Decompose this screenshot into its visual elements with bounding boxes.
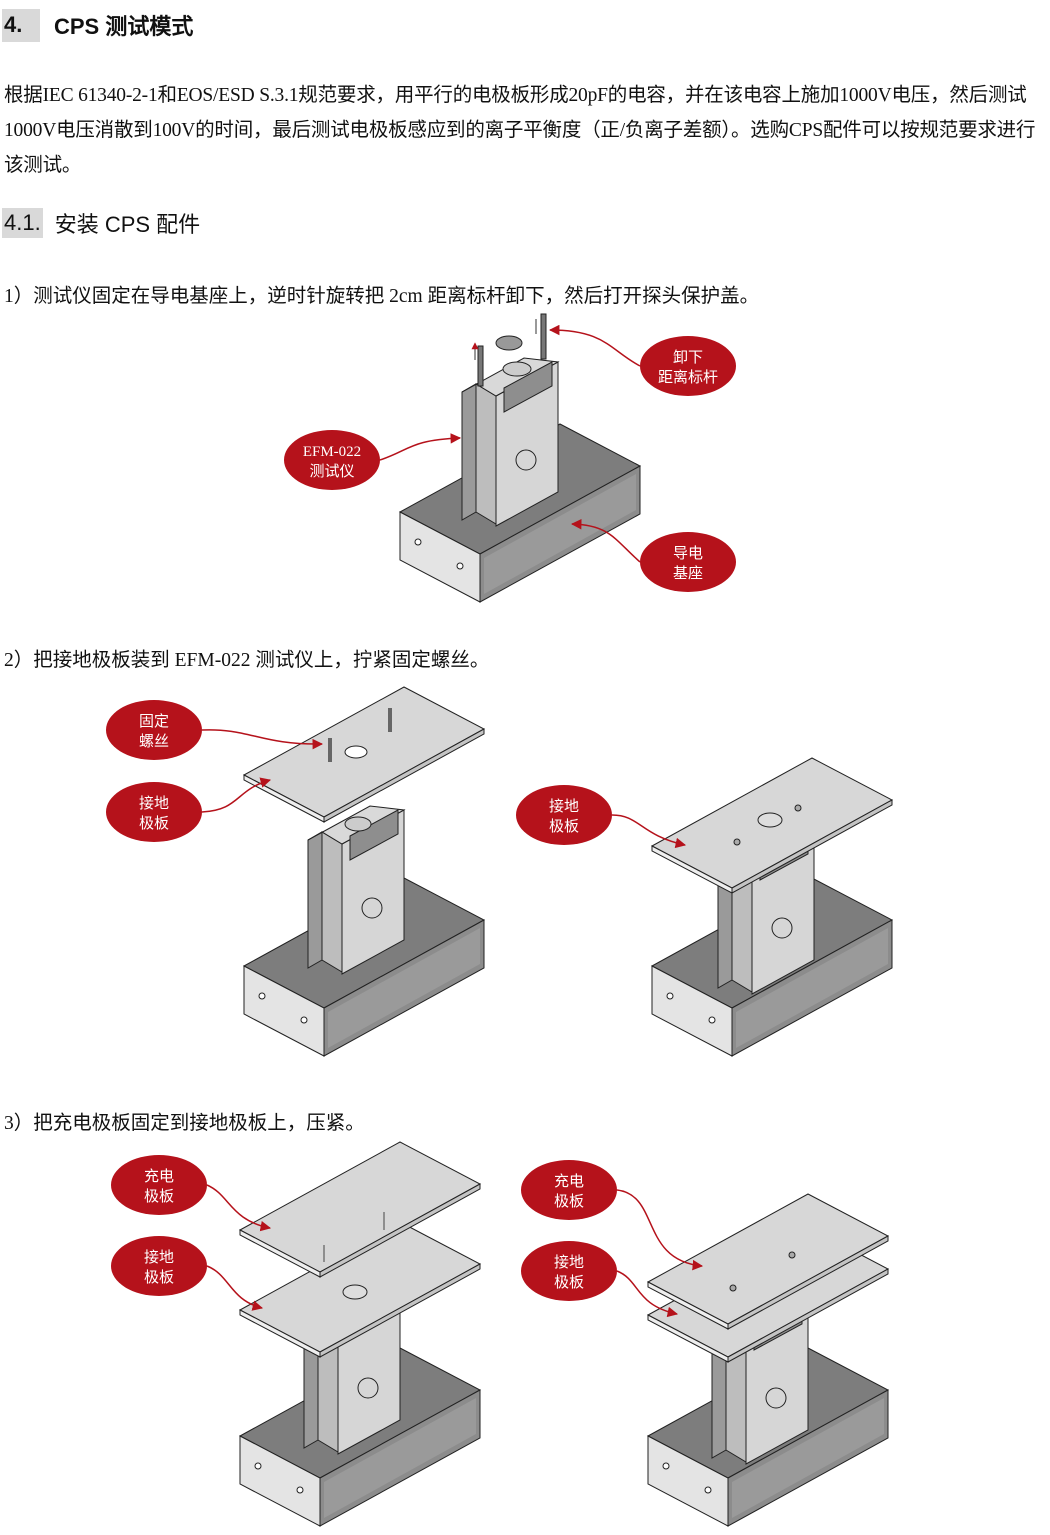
callout-fixing-screw: 固定 螺丝 [106,700,324,760]
svg-text:充电: 充电 [554,1173,584,1190]
svg-text:固定: 固定 [139,713,169,730]
callout-ground-plate-assembled: 接地 极板 [516,785,687,849]
svg-text:极板: 极板 [144,1187,174,1205]
section-title: CPS 测试模式 [54,14,194,39]
intro-paragraph: 根据IEC 61340-2-1和EOS/ESD S.3.1规范要求，用平行的电极… [4,85,1036,176]
figure-3-assembled: 充电 极板 接地 极板 [521,1160,889,1527]
svg-text:接地: 接地 [144,1249,174,1266]
callout-base-line1: 导电 [673,545,703,562]
svg-text:接地: 接地 [139,795,169,812]
figure-1: 卸下 距离标杆 EFM-022 测试仪 导电 基座 [284,313,736,603]
svg-text:充电: 充电 [144,1168,174,1185]
callout-ground-plate: 接地 极板 [106,777,272,842]
svg-text:接地: 接地 [554,1254,584,1271]
svg-text:极板: 极板 [554,1192,584,1210]
callout-conductive-base: 导电 基座 [570,519,736,592]
callout-remove-rod-line2: 距离标杆 [658,369,718,386]
section-heading: 4. CPS 测试模式 [2,8,193,42]
svg-text:极板: 极板 [554,1273,584,1291]
callout-remove-rod-line1: 卸下 [673,349,703,366]
step-2-text: 2）把接地极板装到 EFM-022 测试仪上，拧紧固定螺丝。 [4,650,490,671]
svg-text:接地: 接地 [549,798,579,815]
figure-3-exploded: 充电 极板 接地 极板 [111,1141,481,1527]
callout-remove-rod: 卸下 距离标杆 [548,324,736,396]
callout-base-line2: 基座 [673,565,703,582]
subsection-number: 4.1. [2,208,43,238]
subsection-title: 安装 CPS 配件 [54,212,201,237]
callout-efm-meter-line1: EFM-022 [303,444,361,460]
callout-efm-meter: EFM-022 测试仪 [284,430,462,490]
section-number: 4. [2,8,40,42]
svg-text:螺丝: 螺丝 [139,733,169,750]
svg-text:极板: 极板 [549,817,579,835]
callout-ground-plate-assembled-3: 接地 极板 [521,1241,679,1318]
subsection-heading: 4.1. 安装 CPS 配件 [2,207,200,239]
step-1-text: 1）测试仪固定在导电基座上，逆时针旋转把 2cm 距离标杆卸下，然后打开探头保护… [4,286,760,307]
callout-ground-plate-3: 接地 极板 [111,1236,264,1311]
svg-text:极板: 极板 [139,814,169,832]
svg-text:极板: 极板 [144,1268,174,1286]
figure-2-exploded: 固定 螺丝 接地 极板 [106,686,485,1057]
callout-charge-plate-assembled: 充电 极板 [521,1160,704,1271]
step-3-text: 3）把充电极板固定到接地极板上，压紧。 [4,1113,365,1134]
callout-efm-meter-line2: 测试仪 [309,463,354,480]
figure-2-assembled: 接地 极板 [516,757,893,1057]
callout-charge-plate: 充电 极板 [111,1155,272,1232]
